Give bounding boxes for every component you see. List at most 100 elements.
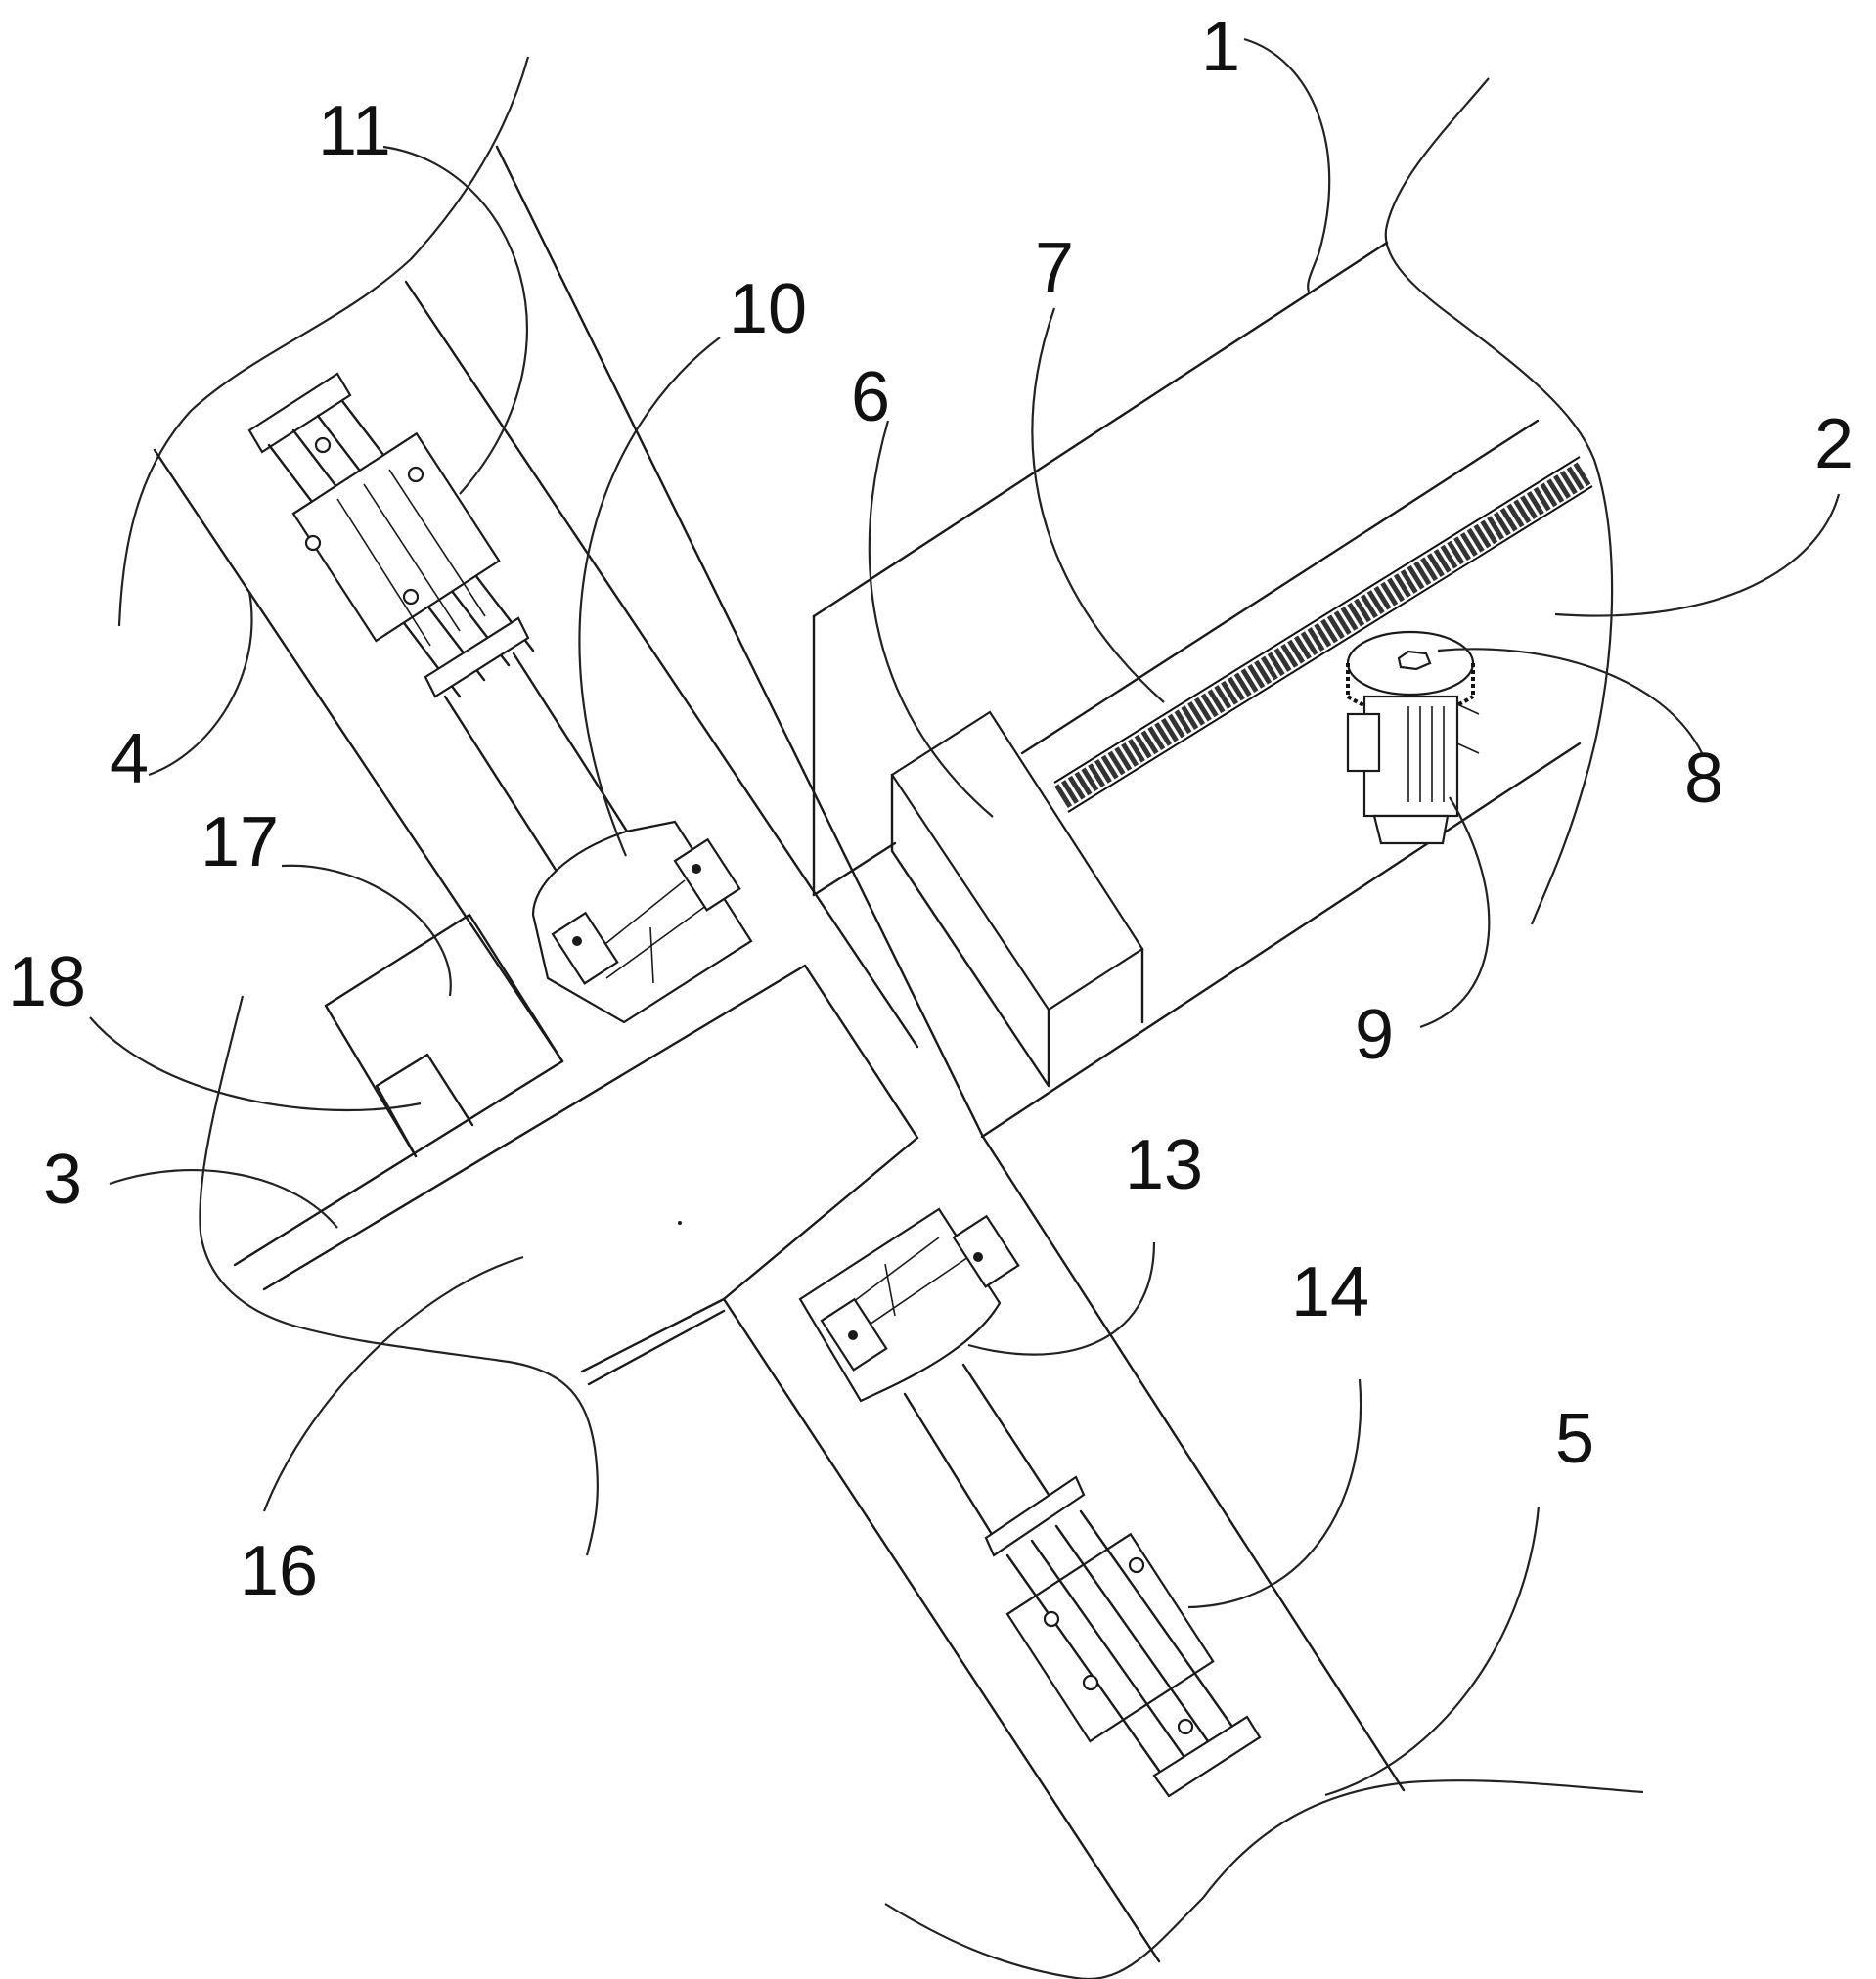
bolt bbox=[1128, 1556, 1145, 1574]
beam-mid-edge bbox=[1020, 419, 1540, 755]
break-line-upper-right bbox=[1384, 77, 1614, 925]
break-line-left bbox=[199, 995, 599, 1556]
bolt bbox=[848, 1330, 858, 1340]
lower-beam-left-edge bbox=[722, 1297, 1161, 1963]
bolt bbox=[407, 466, 424, 483]
leader-8 bbox=[1437, 648, 1703, 754]
piston-rod-lower bbox=[903, 1363, 1058, 1538]
leader-16 bbox=[262, 1255, 524, 1512]
leader-3 bbox=[109, 1169, 338, 1229]
clamp-13-jaws bbox=[840, 1237, 969, 1331]
bolt bbox=[304, 534, 322, 552]
leader-17 bbox=[281, 864, 452, 997]
crossbeam-bottom-edge bbox=[580, 1297, 726, 1373]
label-4: 4 bbox=[110, 720, 149, 798]
slider-block-6-front bbox=[890, 773, 1144, 1088]
label-16: 16 bbox=[240, 1532, 318, 1610]
cylinder-upper-body bbox=[291, 431, 501, 643]
label-17: 17 bbox=[201, 803, 279, 881]
diagonal-beam-lower-right bbox=[981, 1135, 1406, 1792]
clamp-10 bbox=[531, 820, 753, 1024]
motor-terminal-box bbox=[1346, 712, 1381, 773]
motor-fins bbox=[1407, 703, 1480, 802]
label-8: 8 bbox=[1684, 740, 1723, 818]
label-5: 5 bbox=[1555, 1400, 1594, 1478]
bolt bbox=[402, 588, 420, 606]
beam-bottom-edge bbox=[980, 742, 1582, 1139]
label-14: 14 bbox=[1291, 1253, 1369, 1331]
cylinder-assembly-upper bbox=[247, 372, 633, 882]
break-line-upper-left bbox=[117, 56, 530, 627]
label-2: 2 bbox=[1814, 405, 1854, 483]
break-line-bottom bbox=[884, 1779, 1644, 1979]
label-6: 6 bbox=[851, 358, 890, 436]
crossbeam-bottom-edge-2 bbox=[587, 1309, 726, 1386]
leader-9 bbox=[1419, 796, 1491, 1029]
leader-4 bbox=[148, 591, 253, 777]
motor-hex-socket bbox=[1397, 650, 1432, 671]
bolt bbox=[1082, 1674, 1099, 1691]
motor-assembly bbox=[1346, 630, 1480, 845]
label-7: 7 bbox=[1035, 229, 1074, 307]
label-18: 18 bbox=[8, 943, 86, 1021]
diagonal-beam-outer-right bbox=[495, 145, 985, 1139]
cylinder-lower-rods bbox=[1005, 1509, 1234, 1773]
bolt bbox=[314, 436, 332, 454]
block-18-outline bbox=[375, 1053, 474, 1158]
leader-7 bbox=[1031, 307, 1165, 703]
motor-base bbox=[1372, 814, 1450, 845]
leader-14 bbox=[1187, 1378, 1362, 1609]
lead-screw-edge-bottom bbox=[1067, 485, 1593, 813]
lead-screw-thread bbox=[1054, 460, 1593, 809]
diagonal-beam-outer-left bbox=[153, 448, 564, 1063]
clamp-10-plate bbox=[531, 820, 753, 1024]
cylinder-lower-endplate-2 bbox=[1152, 1715, 1262, 1798]
piston-rod-upper bbox=[443, 652, 633, 882]
leader-lines bbox=[89, 37, 1841, 1797]
break-lines bbox=[117, 56, 1644, 1979]
lead-screw-edge-top bbox=[1053, 456, 1581, 784]
cylinder-lower-body bbox=[1005, 1532, 1215, 1743]
beam-end-bottom bbox=[812, 841, 897, 897]
leader-13 bbox=[967, 1241, 1156, 1356]
cylinder-upper-detail bbox=[336, 469, 486, 647]
lead-screw-7 bbox=[1053, 456, 1593, 813]
crossbeam-second-edge bbox=[262, 964, 807, 1291]
cylinder-upper-endplate bbox=[247, 372, 352, 454]
crossbeam-end-right bbox=[722, 1136, 919, 1301]
label-3: 3 bbox=[43, 1141, 82, 1219]
label-9: 9 bbox=[1355, 996, 1394, 1074]
leader-5 bbox=[1324, 1506, 1541, 1797]
diagonal-beam-inner-left bbox=[404, 280, 919, 1049]
label-13: 13 bbox=[1125, 1126, 1203, 1204]
center-mark bbox=[678, 1221, 682, 1225]
cylinder-upper-endplate-2 bbox=[424, 616, 530, 698]
bolt bbox=[973, 1252, 983, 1262]
clamp-10-block-left bbox=[551, 911, 619, 985]
crossbeam-end-upper bbox=[803, 964, 919, 1140]
bolt bbox=[692, 864, 701, 874]
leader-1 bbox=[1243, 37, 1331, 292]
clamp-10-block-right bbox=[673, 837, 741, 912]
clamp-13-block-right bbox=[952, 1214, 1020, 1288]
clamp-13 bbox=[798, 1207, 1020, 1403]
leader-2 bbox=[1554, 493, 1841, 617]
motor-gear-teeth bbox=[1346, 663, 1475, 718]
label-11: 11 bbox=[318, 92, 391, 170]
bolt bbox=[572, 936, 582, 946]
leader-6 bbox=[868, 420, 994, 818]
beam-top-edge bbox=[812, 241, 1389, 618]
label-10: 10 bbox=[729, 270, 807, 348]
bolt bbox=[1043, 1610, 1060, 1628]
leader-11 bbox=[382, 145, 528, 495]
crossbeam-top-edge bbox=[233, 1059, 564, 1267]
bolt bbox=[1177, 1718, 1194, 1735]
leader-10 bbox=[578, 337, 721, 857]
leader-18 bbox=[89, 1016, 422, 1112]
reference-labels: 1 2 3 4 5 6 7 8 9 10 11 13 14 16 17 18 bbox=[8, 8, 1854, 1610]
frame-structure bbox=[153, 145, 1582, 1963]
cylinder-lower-endplate bbox=[984, 1475, 1086, 1557]
label-1: 1 bbox=[1201, 8, 1240, 86]
block-17-outline bbox=[324, 913, 564, 1158]
